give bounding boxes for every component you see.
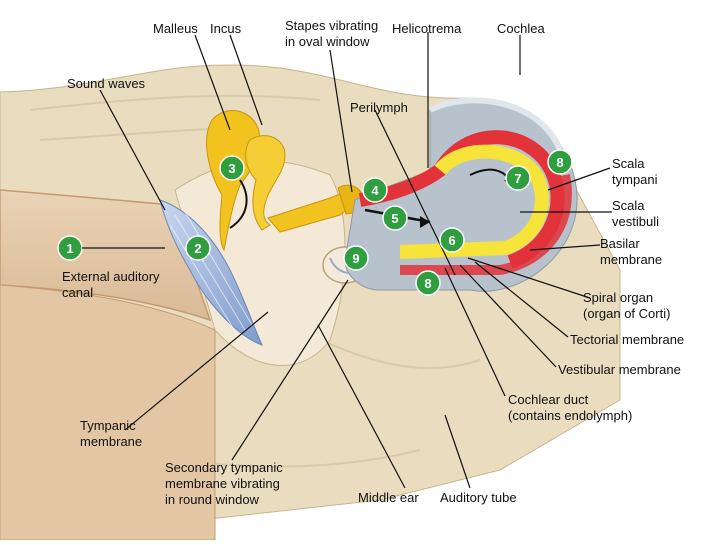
step-3-badge: 3 bbox=[219, 155, 245, 181]
label-stapes: Stapes vibrating in oval window bbox=[285, 18, 379, 49]
scala-vestibuli-band bbox=[358, 130, 565, 269]
step-8-badge-lower: 8 bbox=[415, 270, 441, 296]
arrowhead-5 bbox=[420, 216, 430, 228]
step-7-badge: 7 bbox=[505, 165, 531, 191]
label-vestibular-membrane: Vestibular membrane bbox=[558, 362, 681, 377]
label-incus: Incus bbox=[210, 21, 242, 36]
label-cochlear-duct: Cochlear duct (contains endolymph) bbox=[508, 392, 633, 423]
incus-bone bbox=[245, 135, 286, 231]
label-perilymph: Perilymph bbox=[350, 100, 408, 115]
label-cochlea: Cochlea bbox=[497, 21, 545, 36]
step-2-badge: 2 bbox=[185, 235, 211, 261]
step-3-text: 3 bbox=[228, 161, 235, 176]
label-tympanic-membrane: Tympanic membrane bbox=[80, 418, 143, 449]
label-external-auditory-canal: External auditory canal bbox=[62, 269, 160, 300]
scala-tympani-band bbox=[400, 174, 572, 275]
label-malleus: Malleus bbox=[153, 21, 198, 36]
step-9-badge: 9 bbox=[343, 245, 369, 271]
leader-lines bbox=[99, 32, 612, 489]
label-middle-ear: Middle ear bbox=[358, 490, 419, 505]
step-4-text: 4 bbox=[371, 183, 379, 198]
label-tectorial-membrane: Tectorial membrane bbox=[570, 332, 685, 347]
label-helicotrema: Helicotrema bbox=[392, 21, 462, 36]
label-scala-tympani: Scala tympani bbox=[612, 156, 658, 187]
label-sound-waves: Sound waves bbox=[67, 76, 146, 91]
step-4-badge: 4 bbox=[362, 177, 388, 203]
step-5-text: 5 bbox=[391, 211, 398, 226]
label-secondary-tympanic: Secondary tympanic membrane vibrating in… bbox=[165, 460, 283, 507]
step-7-text: 7 bbox=[514, 171, 521, 186]
external-canal bbox=[0, 189, 212, 322]
bone-texture bbox=[29, 94, 481, 468]
tympanic-membrane-shape bbox=[159, 199, 263, 346]
membrane-striations bbox=[169, 211, 253, 337]
step-1-text: 1 bbox=[66, 241, 73, 256]
step-2-text: 2 bbox=[194, 241, 201, 256]
label-spiral-organ: Spiral organ (organ of Corti) bbox=[583, 290, 671, 321]
step-6-badge: 6 bbox=[439, 227, 465, 253]
label-auditory-tube: Auditory tube bbox=[440, 490, 517, 505]
cochlea-highlight bbox=[428, 97, 563, 152]
step-badges: 1 2 3 4 5 6 7 8 bbox=[57, 149, 573, 296]
step-1-badge: 1 bbox=[57, 235, 83, 261]
label-scala-vestibuli: Scala vestibuli bbox=[612, 198, 659, 229]
step-8-text-lower: 8 bbox=[424, 276, 431, 291]
step-6-text: 6 bbox=[448, 233, 455, 248]
step-8-badge-right: 8 bbox=[547, 149, 573, 175]
motion-arrow-3 bbox=[229, 179, 248, 229]
step-5-badge: 5 bbox=[382, 205, 408, 231]
step-8-text-right: 8 bbox=[556, 155, 563, 170]
label-basilar-membrane: Basilar membrane bbox=[600, 236, 663, 267]
step-9-text: 9 bbox=[352, 251, 359, 266]
cochlear-duct-band bbox=[399, 144, 549, 259]
